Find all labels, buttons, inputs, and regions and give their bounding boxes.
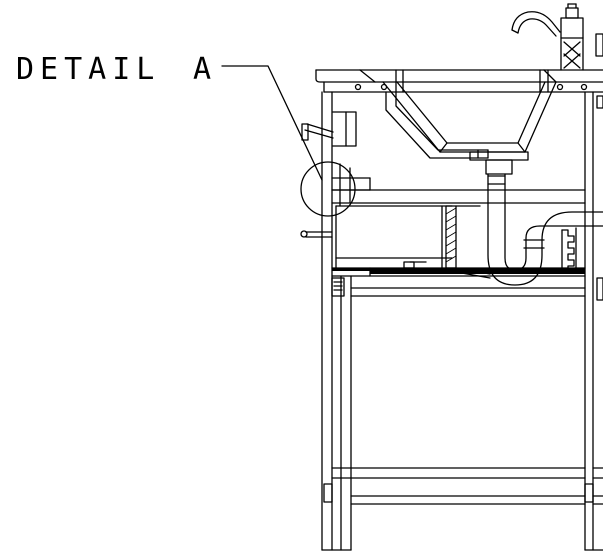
detail-letter: A xyxy=(193,52,217,87)
trap-clamp xyxy=(562,228,576,272)
hatched-panel xyxy=(446,208,456,262)
cabinet-right-side xyxy=(585,92,603,550)
detail-circle xyxy=(301,162,355,216)
side-bracket xyxy=(302,112,356,146)
overflow-tube xyxy=(386,92,488,158)
base-strip xyxy=(332,268,585,274)
cabinet-latch xyxy=(332,278,344,296)
cabinet-rails xyxy=(332,190,603,504)
detail-label: DETAIL xyxy=(16,52,160,87)
drawer-box xyxy=(336,206,480,268)
bottom-brackets xyxy=(324,484,593,502)
faucet xyxy=(512,4,603,70)
cabinet-left-side xyxy=(322,92,351,550)
countertop xyxy=(316,70,603,92)
drawer-pin xyxy=(301,231,332,237)
support-rail xyxy=(332,164,370,206)
detail-leader-line xyxy=(222,66,322,180)
drain-flange xyxy=(470,152,528,174)
